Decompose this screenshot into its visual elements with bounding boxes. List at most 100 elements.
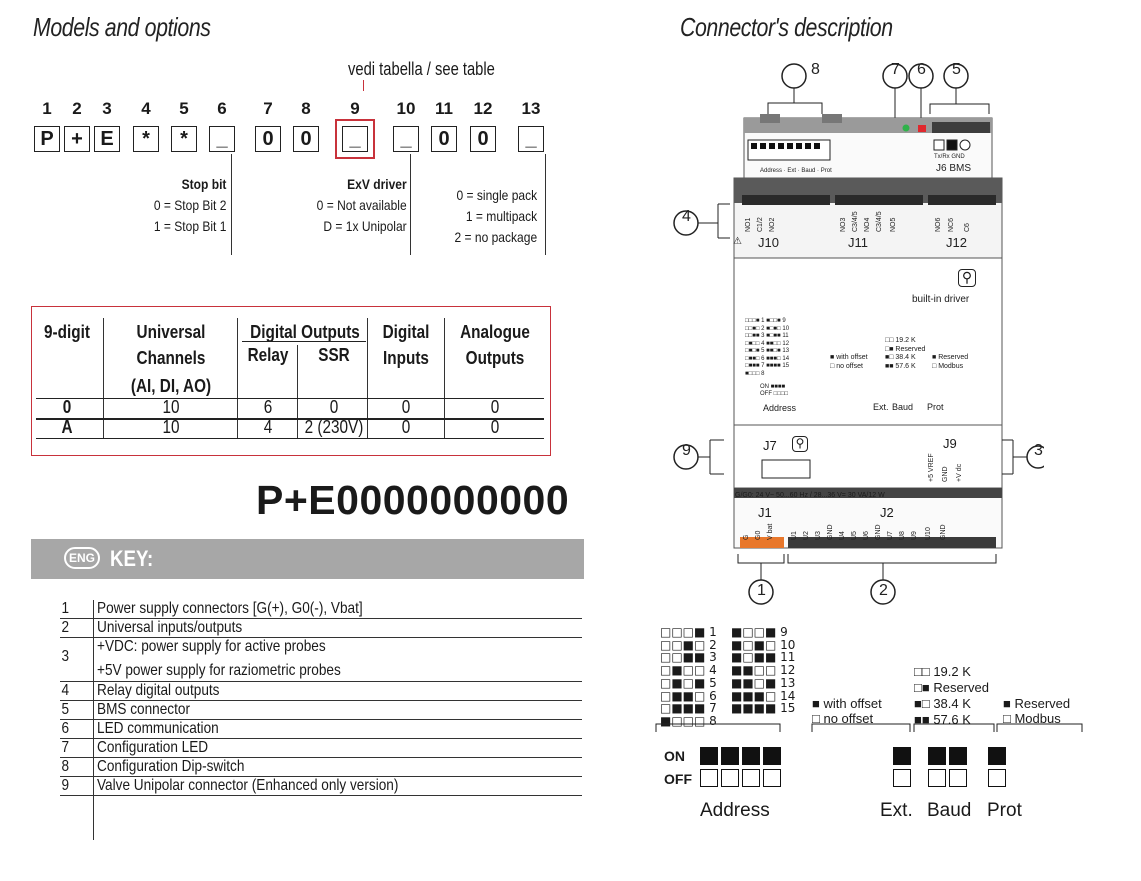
exv-driver-title: ExV driver — [347, 176, 407, 192]
device-offset-legend: ■ with offset □ no offset — [830, 354, 868, 370]
callout-3: 3 — [1034, 442, 1043, 459]
address-row: □■■■ 7 ■■■■ 15 — [660, 701, 796, 716]
th-digit: 9-digit — [44, 322, 90, 342]
address-legend: □□□■ 1 ■□□■ 9□□■□ 2 ■□■□ 10□□■■ 3 ■□■■ 1… — [660, 626, 795, 728]
ext-label: Ext. — [880, 800, 913, 821]
baud-switches — [928, 747, 970, 788]
th-digital-inputs-2: Inputs — [383, 348, 429, 368]
prot-modbus: Modbus — [1014, 711, 1061, 726]
code-box-6: _ — [209, 126, 235, 152]
device-onoff: ON ■■■■ OFF □□□□ — [760, 384, 789, 397]
callout-5: 5 — [952, 61, 961, 78]
device-baud-label: Baud — [892, 402, 914, 412]
address-row: □□■□ 2 ■□■□ 10 — [660, 637, 796, 652]
pack-line-3: 2 = no package — [454, 229, 537, 245]
pin-label: NO2 — [769, 217, 776, 232]
code-box-12: 0 — [470, 126, 496, 152]
key-number: 2 — [61, 619, 70, 636]
address-label: Address — [700, 800, 770, 821]
callout-7: 7 — [891, 61, 900, 78]
key-text: Universal inputs/outputs — [97, 619, 243, 636]
stop-bit-title: Stop bit — [181, 176, 226, 192]
pin-label: GND — [875, 524, 882, 540]
callout-4: 4 — [682, 208, 691, 225]
exv-driver-option: ExV driver 0 = Not available D = 1x Unip… — [317, 174, 407, 237]
pin-label: U2 — [803, 531, 810, 540]
pin-label: U10 — [925, 527, 932, 540]
key-number: 1 — [61, 600, 70, 617]
ext-switch — [893, 747, 914, 788]
code-box-13: _ — [518, 126, 544, 152]
pin-label: C6 — [964, 223, 971, 232]
th-digital-outputs: Digital Outputs — [250, 322, 360, 342]
key-number: 9 — [61, 777, 70, 794]
j2-label: J2 — [880, 505, 894, 520]
baud-57600: 57.6 K — [933, 712, 971, 727]
table-cell-ssr: 2 (230V) — [304, 417, 364, 437]
with-offset: with offset — [823, 696, 882, 711]
key-number: 5 — [61, 701, 70, 718]
pin-label: U3 — [815, 531, 822, 540]
th-universal-3: (AI, DI, AO) — [130, 376, 212, 396]
stop-bit-line-1: 0 = Stop Bit 2 — [153, 197, 226, 213]
warning-icon: ⚠ — [733, 236, 742, 247]
on-label: ON — [664, 748, 685, 764]
stop-bit-option: Stop bit 0 = Stop Bit 2 1 = Stop Bit 1 — [153, 174, 226, 237]
code-box-3: E — [94, 126, 120, 152]
position-13: 13 — [521, 99, 541, 118]
connector-title: Connector's description — [680, 12, 893, 42]
stop-bit-line-2: 1 = Stop Bit 1 — [153, 218, 226, 234]
j6-pins: Tx/Rx GND — [934, 154, 965, 160]
key-title: KEY: — [110, 546, 154, 571]
key-text: Relay digital outputs — [97, 682, 220, 699]
pin-label: V bat — [767, 523, 774, 540]
pin-label: C1/2 — [757, 217, 764, 232]
key-header: ENG KEY: — [31, 539, 584, 579]
address-row: □■■□ 6 ■■■□ 14 — [660, 688, 796, 703]
code-box-11: 0 — [431, 126, 457, 152]
pin-label: GND — [827, 524, 834, 540]
exv-driver-line-1: 0 = Not available — [316, 197, 407, 213]
pin-label: G0 — [755, 530, 762, 540]
th-universal-2: Channels — [136, 348, 206, 368]
position-7: 7 — [263, 99, 273, 118]
device-address-label: Address — [763, 403, 797, 413]
model-code: P+E0000000000 — [256, 477, 570, 523]
th-digital-inputs-1: Digital — [382, 322, 430, 342]
code-box-4: * — [133, 126, 159, 152]
position-5: 5 — [179, 99, 189, 118]
pin-label: NC6 — [948, 217, 955, 232]
driver-icon: ⚲ — [958, 269, 976, 287]
position-6: 6 — [217, 99, 227, 118]
pin-label: GND — [940, 524, 947, 540]
key-text: BMS connector — [97, 701, 190, 718]
th-analogue-2: Outputs — [465, 348, 525, 368]
pin-label: +V dc — [956, 463, 963, 482]
table-cell-aout: 0 — [490, 417, 500, 437]
callout-6: 6 — [917, 61, 926, 78]
position-11: 11 — [435, 99, 453, 118]
device-prot-label: Prot — [927, 402, 944, 412]
see-table-note: vedi tabella / see table — [348, 59, 495, 79]
position-9: 9 — [350, 99, 360, 118]
table-cell-relay: 6 — [263, 397, 273, 417]
pin-label: U8 — [899, 531, 906, 540]
device-prot-legend: ■ Reserved □ Modbus — [932, 354, 969, 370]
table-cell-din: 0 — [401, 417, 411, 437]
code-box-8: 0 — [293, 126, 319, 152]
th-relay: Relay — [247, 345, 289, 365]
dip-small-labels: Address · Ext · Baud · Prot — [760, 168, 832, 174]
j7-label: J7 — [763, 438, 777, 453]
j10-label: J10 — [758, 235, 779, 250]
pin-label: U4 — [839, 531, 846, 540]
key-text: +VDC: power supply for active probes — [97, 638, 326, 655]
j9-label: J9 — [943, 436, 957, 451]
valve-icon: ⚲ — [792, 436, 808, 452]
table-cell-aout: 0 — [490, 397, 500, 417]
device-dip-legend: □□□■ 1 ■□□■ 9□□■□ 2 ■□■□ 10□□■■ 3 ■□■■ 1… — [745, 318, 790, 377]
pin-label: NO6 — [935, 217, 942, 232]
pin-label: NO5 — [890, 217, 897, 232]
key-text: LED communication — [97, 720, 219, 737]
code-box-1: P — [34, 126, 60, 152]
pin-label: C3/4/5 — [852, 211, 859, 232]
